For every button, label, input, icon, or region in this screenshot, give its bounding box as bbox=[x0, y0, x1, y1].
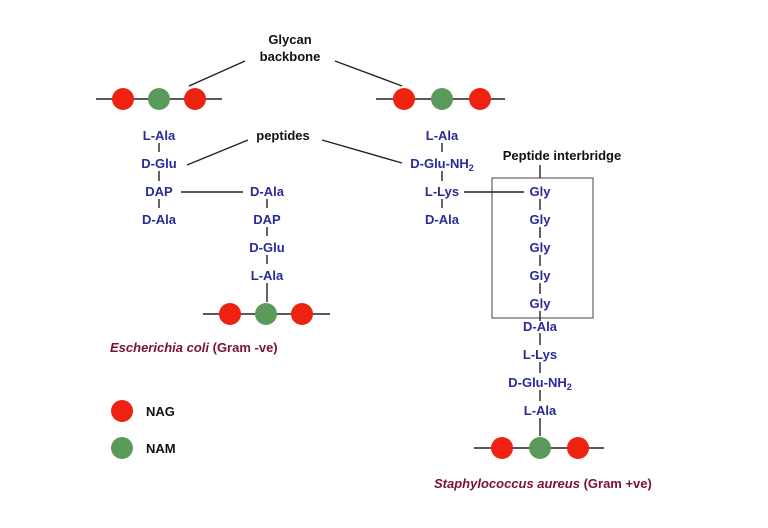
saureus-caption-gram: (Gram +ve) bbox=[580, 476, 652, 491]
ecoli-caption-gram: (Gram -ve) bbox=[209, 340, 278, 355]
nag-sugar bbox=[567, 437, 589, 459]
saureus-stem-a: L-Ala D-Glu-NH2 L-Lys D-Ala bbox=[410, 128, 474, 227]
saureus-interbridge: Gly Gly Gly Gly Gly bbox=[530, 184, 552, 311]
glycan-label-line2: backbone bbox=[260, 49, 321, 64]
peptides-pointer-left bbox=[186, 139, 249, 166]
subscript-2: 2 bbox=[567, 382, 572, 392]
ecoli-caption-species: Escherichia coli bbox=[110, 340, 209, 355]
amino-acid: D-Glu-NH2 bbox=[508, 375, 572, 392]
glycine: Gly bbox=[530, 184, 552, 199]
amino-acid: L-Lys bbox=[425, 184, 459, 199]
saureus-glycan-top bbox=[376, 88, 505, 110]
nag-sugar bbox=[469, 88, 491, 110]
saureus-caption-species: Staphylococcus aureus bbox=[434, 476, 580, 491]
glycan-pointer-left bbox=[188, 60, 246, 87]
nag-sugar bbox=[491, 437, 513, 459]
ecoli-stem-b: D-Ala DAP D-Glu L-Ala bbox=[249, 184, 285, 302]
saureus-caption: Staphylococcus aureus (Gram +ve) bbox=[434, 476, 652, 491]
glycan-label-line1: Glycan bbox=[268, 32, 311, 47]
amino-acid: DAP bbox=[253, 212, 281, 227]
amino-acid-name: D-Glu-NH bbox=[508, 375, 567, 390]
amino-acid: DAP bbox=[145, 184, 173, 199]
legend: NAG NAM bbox=[111, 400, 176, 459]
interbridge-label: Peptide interbridge bbox=[503, 148, 621, 163]
legend-nam-swatch bbox=[111, 437, 133, 459]
amino-acid: L-Ala bbox=[251, 268, 284, 283]
amino-acid: L-Lys bbox=[523, 347, 557, 362]
peptides-label: peptides bbox=[256, 128, 309, 143]
glycine: Gly bbox=[530, 212, 552, 227]
subscript-2: 2 bbox=[469, 163, 474, 173]
amino-acid: L-Ala bbox=[143, 128, 176, 143]
amino-acid: L-Ala bbox=[524, 403, 557, 418]
nag-sugar bbox=[219, 303, 241, 325]
amino-acid: D-Ala bbox=[425, 212, 460, 227]
saureus-stem-b: D-Ala L-Lys D-Glu-NH2 L-Ala bbox=[508, 311, 572, 436]
amino-acid: L-Ala bbox=[426, 128, 459, 143]
ecoli-stem-a: L-Ala D-Glu DAP D-Ala bbox=[141, 128, 176, 227]
ecoli-glycan-bottom bbox=[203, 303, 330, 325]
amino-acid: D-Glu bbox=[141, 156, 176, 171]
glycan-pointer-right bbox=[334, 60, 403, 87]
glycine: Gly bbox=[530, 296, 552, 311]
saureus-glycan-bottom bbox=[474, 437, 604, 459]
nag-sugar bbox=[291, 303, 313, 325]
amino-acid-name: D-Glu-NH bbox=[410, 156, 469, 171]
nam-sugar bbox=[431, 88, 453, 110]
amino-acid: D-Glu-NH2 bbox=[410, 156, 474, 173]
interbridge-box bbox=[491, 177, 594, 319]
nag-sugar bbox=[393, 88, 415, 110]
peptides-pointer-right bbox=[321, 139, 403, 164]
glycine: Gly bbox=[530, 268, 552, 283]
ecoli-glycan-top bbox=[96, 88, 222, 110]
amino-acid: D-Ala bbox=[142, 212, 177, 227]
legend-nag-label: NAG bbox=[146, 404, 175, 419]
nam-sugar bbox=[255, 303, 277, 325]
legend-nag-swatch bbox=[111, 400, 133, 422]
amino-acid: D-Ala bbox=[250, 184, 285, 199]
ecoli-caption: Escherichia coli (Gram -ve) bbox=[110, 340, 278, 355]
amino-acid: D-Glu bbox=[249, 240, 284, 255]
nag-sugar bbox=[112, 88, 134, 110]
glycine: Gly bbox=[530, 240, 552, 255]
nag-sugar bbox=[184, 88, 206, 110]
legend-nam-label: NAM bbox=[146, 441, 176, 456]
nam-sugar bbox=[529, 437, 551, 459]
amino-acid: D-Ala bbox=[523, 319, 558, 334]
nam-sugar bbox=[148, 88, 170, 110]
